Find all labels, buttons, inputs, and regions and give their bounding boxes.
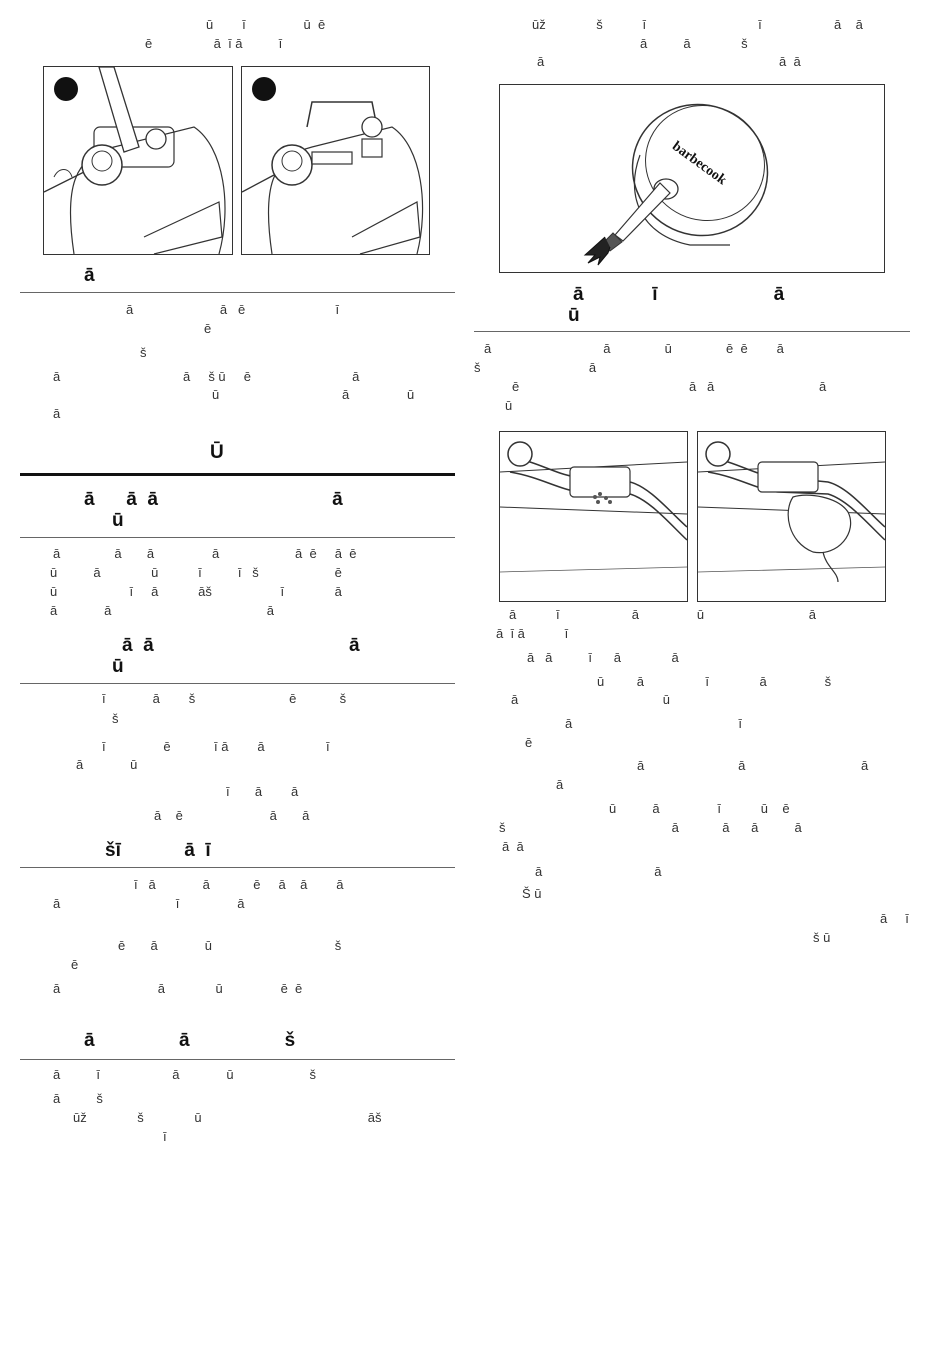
left-para-1-line-3: š	[140, 345, 147, 360]
left-para-5-line-1: ā ī ā ū š	[53, 1067, 316, 1082]
right-para-2-line-10: ū ā ī ū ē	[609, 801, 790, 816]
right-para-2-line-9: ā	[556, 777, 564, 792]
right-para-1-line-4: ū	[505, 398, 513, 413]
right-para-1-line-1: ā ā ū ē ē ā	[484, 341, 784, 356]
left-para-2-line-3: ū ī ā āš ī ā	[50, 584, 342, 599]
right-top-line-2: ā ā š	[640, 36, 748, 51]
regulator-connect-figure	[241, 66, 430, 255]
left-heading-2-line-2: ū	[112, 510, 124, 531]
brush-jar-illustration	[583, 103, 769, 266]
divider	[20, 867, 455, 868]
left-para-3-line-6: ā ē ā ā	[154, 808, 310, 823]
left-para-4-line-5: ā ā ū ē ē	[53, 981, 303, 996]
hose-leak-test-figure	[499, 431, 688, 602]
divider	[20, 537, 455, 538]
hose-leak-test-illustration	[500, 441, 687, 573]
right-para-2-line-6: ā ī	[565, 716, 742, 731]
right-para-2-line-8: ā ā ā	[637, 758, 869, 773]
left-para-3-line-5: ī ā ā	[226, 784, 299, 799]
left-para-3-line-1: ī ā š ē š	[102, 691, 347, 706]
left-para-1-line-6: ā	[53, 406, 61, 421]
left-para-5-line-3: ūž š ū āš	[73, 1110, 382, 1125]
left-heading-5: ā ā š	[84, 1030, 296, 1051]
brush-jar-figure: barbecook	[499, 84, 885, 273]
left-para-2-line-2: ū ā ū ī ī š ē	[50, 565, 342, 580]
right-para-2-line-5: ā ū	[511, 692, 670, 707]
left-para-1-line-2: ē	[204, 321, 212, 336]
section-divider	[20, 473, 455, 476]
right-para-2-line-3: ā ā ī ā ā	[527, 650, 679, 665]
section-title: Ū	[210, 442, 224, 463]
left-para-4-line-2: ā ī ā	[53, 896, 245, 911]
right-top-line-3: ā ā ā	[537, 54, 801, 69]
right-top-line-1: ūž š ī ī ā ā	[532, 17, 863, 32]
left-para-1-line-1: ā ā ē ī	[126, 302, 340, 317]
regulator-wrench-illustration	[44, 67, 226, 254]
right-para-2-line-12: ā ā	[502, 839, 524, 854]
left-heading-2-line-1: ā ā ā ā	[84, 489, 343, 510]
left-para-2-line-1: ā ā ā ā ā ē ā ē	[53, 546, 357, 561]
left-para-4-line-4: ē	[71, 957, 79, 972]
divider	[20, 1059, 455, 1060]
left-top-line-2: ē ā ī ā ī	[145, 36, 283, 51]
right-para-2-line-1: ā ī ā ū ā	[509, 607, 817, 622]
regulator-connect-illustration	[242, 77, 424, 254]
left-para-2-line-4: ā ā ā	[50, 603, 274, 618]
left-para-5-line-4: ī	[163, 1129, 167, 1144]
left-para-1-line-5: ū ā ū	[212, 387, 415, 402]
right-para-2-line-7: ē	[525, 735, 533, 750]
right-para-2-line-15: ā ī	[880, 911, 909, 926]
divider	[20, 292, 455, 293]
left-para-4-line-1: ī ā ā ē ā ā ā	[134, 877, 344, 892]
right-para-2-line-2: ā ī ā ī	[496, 626, 569, 641]
right-para-1-line-2: š ā	[474, 360, 597, 375]
right-para-2-line-13: ā ā	[535, 864, 662, 879]
left-heading-4: šī ā ī	[105, 840, 211, 861]
left-para-5-line-2: ā š	[53, 1091, 103, 1106]
right-para-2-line-14: Š ū	[522, 886, 542, 901]
regulator-wrench-figure	[43, 66, 233, 255]
left-heading-1: ā	[84, 265, 95, 286]
right-para-2-line-11: š ā ā ā ā	[499, 820, 802, 835]
left-para-1-line-4: ā ā š ū ē ā	[53, 369, 360, 384]
divider	[474, 331, 910, 332]
left-top-line-1: ū ī ū ē	[206, 17, 326, 32]
left-para-3-line-2: š	[112, 711, 119, 726]
right-heading-1-line-1: ā ī ā	[573, 284, 785, 305]
right-para-2-line-4: ū ā ī ā š	[597, 674, 832, 689]
right-heading-1-line-2: ū	[568, 305, 580, 326]
left-para-4-line-3: ē ā ū š	[118, 938, 342, 953]
divider	[20, 683, 455, 684]
left-heading-3-line-1: ā ā ā	[122, 635, 360, 656]
hose-bubble-figure	[697, 431, 886, 602]
left-para-3-line-4: ā ū	[76, 757, 138, 772]
right-para-1-line-3: ē ā ā ā	[512, 379, 827, 394]
right-para-2-line-16: š ū	[813, 930, 831, 945]
left-para-3-line-3: ī ē ī ā ā ī	[102, 739, 330, 754]
left-heading-3-line-2: ū	[112, 656, 124, 677]
hose-bubble-illustration	[698, 441, 885, 583]
